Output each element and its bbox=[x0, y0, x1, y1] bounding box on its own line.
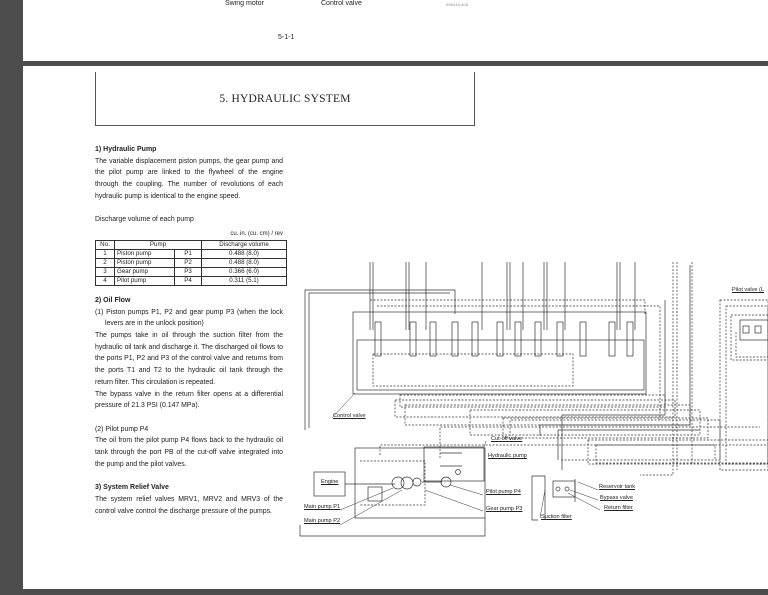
oil-flow-para-2: The bypass valve in the return filter op… bbox=[95, 390, 283, 410]
label-gear-pump: Gear pump P3 bbox=[486, 506, 523, 512]
pilot-valve-block bbox=[739, 319, 768, 341]
table-caption: Discharge volume of each pump bbox=[95, 216, 194, 224]
label-hydraulic-pump: Hydraulic pump bbox=[488, 453, 527, 459]
hydraulic-pump-body: The variable displacement piston pumps, … bbox=[95, 157, 283, 200]
caption-control-valve: Control valve bbox=[321, 0, 362, 7]
return-lines bbox=[539, 265, 700, 470]
text-column: 1) Hydraulic Pump The variable displacem… bbox=[95, 144, 287, 517]
previous-page: Swing motor Control valve 0S0415-408 5-1… bbox=[23, 0, 768, 61]
label-main-pump-p1: Main pump P1 bbox=[304, 504, 341, 510]
figure-code: 0S0415-408 bbox=[446, 2, 468, 7]
current-page: 5. HYDRAULIC SYSTEM 1) Hydraulic Pump Th… bbox=[23, 66, 768, 589]
spool bbox=[556, 321, 564, 357]
label-main-pump-p2: Main pump P2 bbox=[304, 518, 341, 524]
section-title-box: 5. HYDRAULIC SYSTEM bbox=[95, 72, 475, 126]
oil-flow-item-1: (1) Piston pumps P1, P2 and gear pump P3… bbox=[95, 308, 283, 328]
spool bbox=[496, 321, 504, 357]
heading-relief-valve: 3) System Relief Valve bbox=[95, 484, 169, 492]
label-bypass-valve: Bypass valve bbox=[600, 495, 633, 501]
relief-valve-body: The system relief valves MRV1, MRV2 and … bbox=[95, 495, 283, 515]
label-pilot-valve: Pilot valve (L bbox=[732, 287, 765, 293]
caption-swing-motor: Swing motor bbox=[225, 0, 264, 7]
discharge-table: No. Pump Discharge volume 1 Piston pump … bbox=[95, 239, 287, 286]
control-valve-port-lines bbox=[369, 262, 636, 330]
spool bbox=[534, 321, 542, 357]
pump-assembly bbox=[299, 426, 760, 537]
oil-flow-para-1: The pumps take in oil through the suctio… bbox=[95, 332, 283, 386]
spool bbox=[514, 321, 522, 357]
spool bbox=[451, 321, 459, 357]
leader-lines bbox=[331, 392, 601, 526]
spool bbox=[626, 321, 634, 357]
label-return-filter: Return filter bbox=[604, 505, 633, 511]
control-valve-body bbox=[304, 289, 661, 430]
section-title: 5. HYDRAULIC SYSTEM bbox=[219, 92, 351, 105]
dashed-pilot-lines bbox=[372, 262, 768, 476]
table-unit: cu. in. (cu. cm) / rev bbox=[230, 230, 283, 237]
heading-hydraulic-pump: 1) Hydraulic Pump bbox=[95, 146, 157, 153]
label-pilot-pump: Pilot pump P4 bbox=[486, 489, 521, 495]
oil-flow-para-3: The oil from the pilot pump P4 flows bac… bbox=[95, 437, 283, 468]
cell-volume: 0.311 (5.1) bbox=[201, 275, 287, 286]
spool bbox=[579, 321, 587, 357]
spool bbox=[608, 321, 616, 357]
label-reservoir-tank: Reservoir tank bbox=[599, 484, 636, 490]
label-engine: Engine bbox=[321, 479, 339, 485]
spool bbox=[374, 321, 382, 357]
spool bbox=[409, 321, 417, 357]
control-valve-spools bbox=[374, 321, 634, 357]
spool bbox=[471, 321, 479, 357]
table-row: 4 Pilot pump P4 0.311 (5.1) bbox=[95, 275, 287, 286]
page-number: 5-1-1 bbox=[278, 34, 295, 41]
label-suction-filter: Suction filter bbox=[541, 514, 572, 520]
label-cutoff-valve: Cut-off valve bbox=[491, 436, 523, 442]
oil-flow-item-2: (2) Pilot pump P4 bbox=[95, 425, 149, 433]
heading-oil-flow: 2) Oil Flow bbox=[95, 296, 131, 304]
label-control-valve: Control valve bbox=[333, 413, 366, 419]
spool bbox=[429, 321, 437, 357]
